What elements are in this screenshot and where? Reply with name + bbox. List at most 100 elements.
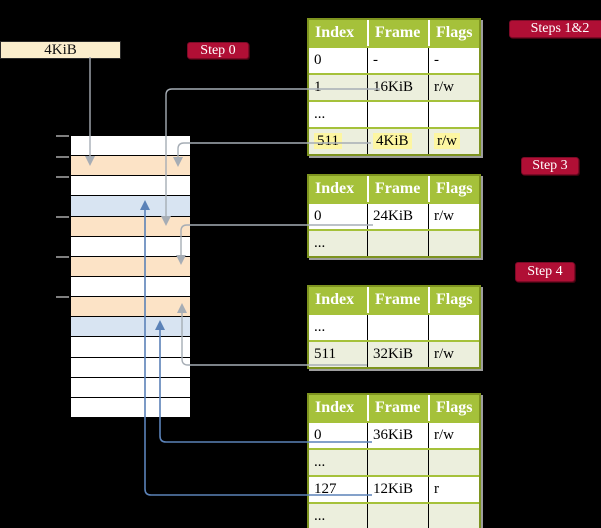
memory-row-page-table: [71, 256, 190, 277]
badge-step-0: Step 0: [187, 42, 249, 59]
table-cell: [428, 315, 479, 340]
badge-step-4-label: Step 4: [527, 264, 563, 279]
column-header-flags: Flags: [428, 287, 479, 313]
address-tick: [56, 176, 69, 178]
table-cell: [428, 450, 479, 475]
memory-row-mapped-page: [71, 317, 190, 338]
table-cell: 0: [314, 427, 322, 443]
memory-row-free: [71, 377, 190, 398]
memory-row-free: [71, 136, 190, 157]
memory-row-free: [71, 176, 190, 197]
table-cell: 36KiB: [367, 423, 428, 448]
table-cell: 24KiB: [367, 204, 428, 229]
table-cell: 16KiB: [367, 75, 428, 100]
table-cell: -: [428, 48, 479, 73]
table-cell: [367, 315, 428, 340]
table-cell: [428, 231, 479, 256]
root-frame-box: 4KiB: [0, 41, 121, 59]
badge-steps-1-2-label: Steps 1&2: [530, 21, 590, 36]
highlighted-value: 511: [314, 133, 342, 149]
memory-row-page-table: [71, 216, 190, 237]
memory-row-free: [71, 276, 190, 298]
column-header-flags: Flags: [428, 395, 479, 421]
table-cell: -: [367, 48, 428, 73]
table-cell: ...: [314, 319, 326, 335]
table-cell: 32KiB: [367, 342, 428, 367]
memory-row-free: [71, 397, 190, 417]
highlighted-value: r/w: [434, 133, 460, 149]
table-cell: 0: [314, 52, 322, 68]
memory-column: [70, 135, 191, 418]
column-header-flags: Flags: [428, 176, 479, 202]
column-header-flags: Flags: [428, 20, 479, 46]
table-cell: [428, 102, 479, 127]
column-header-index: Index: [315, 180, 355, 197]
table-cell: r/w: [428, 204, 479, 229]
badge-step-3-label: Step 3: [532, 158, 568, 173]
root-frame-label: 4KiB: [44, 42, 77, 58]
table-cell: r: [428, 477, 479, 502]
column-header-index: Index: [315, 291, 355, 308]
table-cell: 12KiB: [367, 477, 428, 502]
column-header-frame: Frame: [367, 176, 428, 202]
table-cell: r/w: [428, 423, 479, 448]
table-cell: [367, 102, 428, 127]
table-cell: 127: [314, 481, 337, 497]
table-cell: 511: [314, 346, 336, 362]
address-tick: [56, 156, 69, 158]
table-cell: ...: [314, 508, 326, 524]
table-cell: 0: [314, 208, 322, 224]
column-header-index: Index: [315, 24, 355, 41]
badge-step-0-label: Step 0: [200, 43, 236, 58]
table-row: ...: [309, 100, 479, 127]
memory-row-page-table: [71, 156, 190, 177]
table-cell: [428, 504, 479, 528]
table-cell: ...: [314, 235, 326, 251]
table-cell: 4KiB: [367, 129, 428, 154]
table-cell: r/w: [428, 75, 479, 100]
table-cell: r/w: [428, 342, 479, 367]
table-row: ...: [309, 313, 479, 340]
address-tick: [56, 216, 69, 218]
table-row: 0 --: [309, 46, 479, 73]
table-cell: 511: [309, 129, 367, 154]
column-header-frame: Frame: [367, 395, 428, 421]
badge-steps-1-2: Steps 1&2: [509, 20, 601, 38]
table-row: ...: [309, 229, 479, 256]
column-header-frame: Frame: [367, 20, 428, 46]
table-cell: 1: [314, 79, 322, 95]
memory-row-free: [71, 357, 190, 378]
address-tick: [56, 135, 69, 137]
badge-step-4: Step 4: [515, 262, 575, 282]
table-row: 511 4KiB r/w: [309, 127, 479, 154]
table-cell: ...: [314, 106, 326, 122]
address-tick: [56, 296, 69, 298]
table-cell: [367, 504, 428, 528]
column-header-index: Index: [315, 399, 355, 416]
table-cell: r/w: [428, 129, 479, 154]
table-cell: [367, 450, 428, 475]
table-row: ...: [309, 448, 479, 475]
column-header-frame: Frame: [367, 287, 428, 313]
table-row: ...: [309, 502, 479, 528]
badge-step-3: Step 3: [521, 157, 579, 175]
highlighted-value: 4KiB: [373, 133, 412, 149]
table-cell: [367, 231, 428, 256]
memory-row-free: [71, 236, 190, 257]
memory-row-page-table: [71, 297, 190, 318]
address-tick: [56, 256, 69, 258]
